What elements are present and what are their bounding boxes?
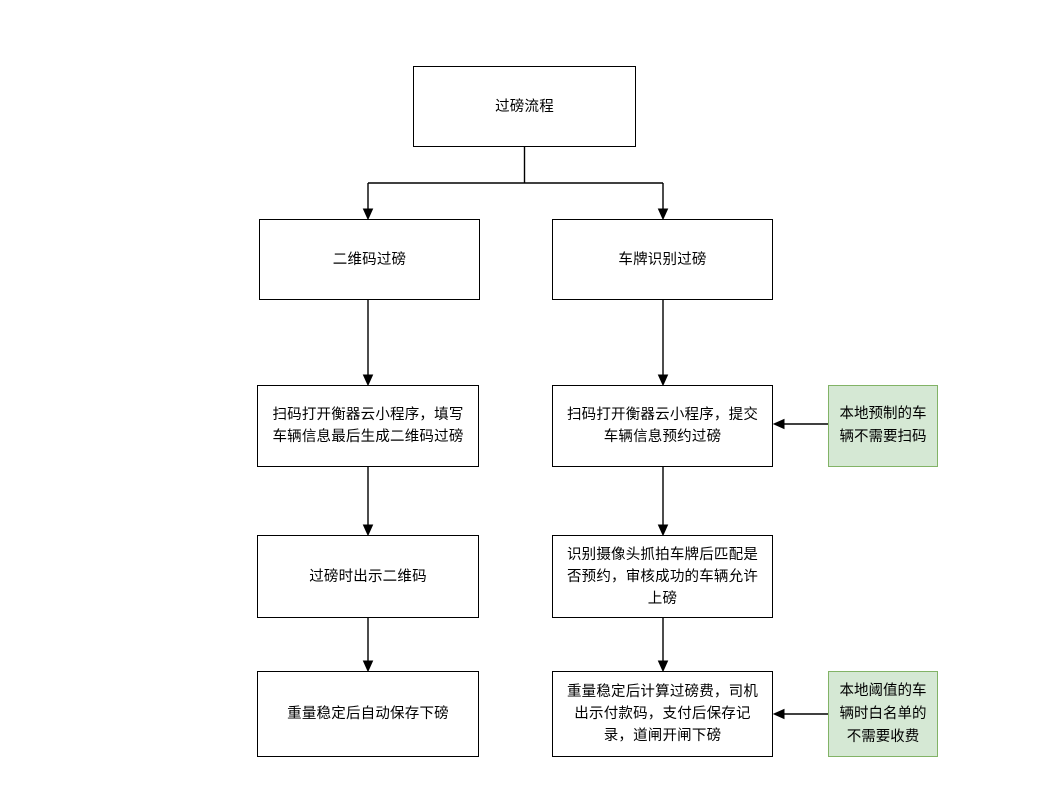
node-branch-qr[interactable]: 二维码过磅 xyxy=(259,219,480,300)
node-root-process[interactable]: 过磅流程 xyxy=(413,66,636,147)
node-branch-plate-label: 车牌识别过磅 xyxy=(618,251,707,268)
node-plate-step1[interactable]: 扫码打开衡器云小程序，提交 车辆信息预约过磅 xyxy=(552,385,773,467)
node-plate-step3[interactable]: 重量稳定后计算过磅费，司机 出示付款码，支付后保存记 录，道闸开闸下磅 xyxy=(552,671,773,757)
node-branch-qr-label: 二维码过磅 xyxy=(332,251,407,268)
node-plate-step2[interactable]: 识别摄像头抓拍车牌后匹配是 否预约，审核成功的车辆允许 上磅 xyxy=(552,535,773,618)
note-fee-exemption[interactable]: 本地阈值的车 辆时白名单的 不需要收费 xyxy=(828,671,938,757)
note-fee-exemption-label: 本地阈值的车 辆时白名单的 不需要收费 xyxy=(839,682,927,745)
node-root-process-label: 过磅流程 xyxy=(495,98,554,115)
note-scan-exemption-label: 本地预制的车 辆不需要扫码 xyxy=(839,406,927,445)
node-qr-step3[interactable]: 重量稳定后自动保存下磅 xyxy=(257,671,479,757)
node-qr-step2-label: 过磅时出示二维码 xyxy=(309,568,427,585)
note-scan-exemption[interactable]: 本地预制的车 辆不需要扫码 xyxy=(828,385,938,467)
node-plate-step2-label: 识别摄像头抓拍车牌后匹配是 否预约，审核成功的车辆允许 上磅 xyxy=(566,546,759,607)
node-plate-step1-label: 扫码打开衡器云小程序，提交 车辆信息预约过磅 xyxy=(566,407,759,445)
node-plate-step3-label: 重量稳定后计算过磅费，司机 出示付款码，支付后保存记 录，道闸开闸下磅 xyxy=(566,684,759,744)
node-qr-step3-label: 重量稳定后自动保存下磅 xyxy=(287,706,449,722)
node-qr-step1[interactable]: 扫码打开衡器云小程序，填写 车辆信息最后生成二维码过磅 xyxy=(257,385,479,467)
node-qr-step2[interactable]: 过磅时出示二维码 xyxy=(257,535,479,618)
node-branch-plate[interactable]: 车牌识别过磅 xyxy=(552,219,773,300)
node-qr-step1-label: 扫码打开衡器云小程序，填写 车辆信息最后生成二维码过磅 xyxy=(272,407,464,445)
